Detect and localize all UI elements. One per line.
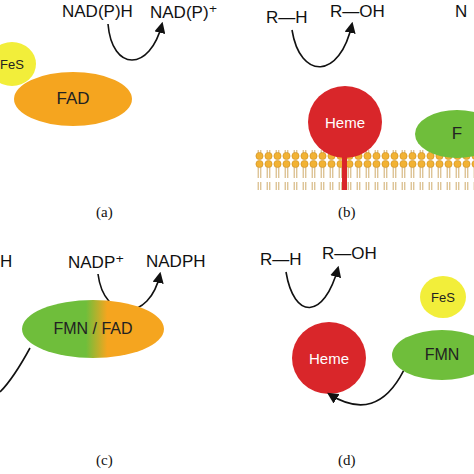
node-text: Heme [325, 114, 365, 131]
reaction-arrow [108, 24, 162, 60]
node-text: F [452, 124, 462, 144]
panel-label: (c) [96, 452, 113, 469]
molecule-label: R—OH [322, 244, 377, 264]
molecule-label: R—H [260, 250, 302, 270]
node-text: FeS [431, 290, 455, 305]
flavin-domain: F [415, 110, 474, 158]
molecule-label: N [455, 2, 467, 22]
iron-sulfur-cluster: FeS [0, 42, 36, 86]
molecule-label: NADP⁺ [68, 252, 124, 273]
node-text: FAD [56, 89, 89, 109]
reaction-arrow [292, 24, 352, 67]
molecule-label: NADPH [146, 252, 206, 272]
flavin-domain: FMN [392, 330, 474, 380]
flavin-domain: FAD [14, 72, 132, 126]
iron-sulfur-cluster: FeS [420, 276, 466, 318]
flavin-domain: FMN / FAD [22, 300, 164, 358]
panel-label: (b) [338, 204, 356, 221]
molecule-label: R—H [266, 8, 308, 28]
node-text: Heme [309, 350, 349, 367]
molecule-label: R—OH [330, 2, 385, 22]
panel-label: (d) [338, 452, 356, 469]
molecule-label: H [0, 252, 12, 272]
reaction-arrow [286, 268, 338, 308]
node-text: FMN [425, 346, 460, 364]
molecule-label: NAD(P)⁺ [150, 2, 218, 23]
electron-transfer-arrow [329, 371, 403, 405]
molecule-label: NAD(P)H [62, 2, 133, 22]
node-text: FMN / FAD [53, 320, 132, 338]
heme-domain: Heme [292, 322, 366, 394]
ellipse-shape [415, 110, 474, 158]
node-text: FeS [0, 57, 24, 72]
electron-line [0, 348, 30, 392]
heme-domain: Heme [308, 86, 382, 158]
panel-label: (a) [96, 204, 113, 221]
